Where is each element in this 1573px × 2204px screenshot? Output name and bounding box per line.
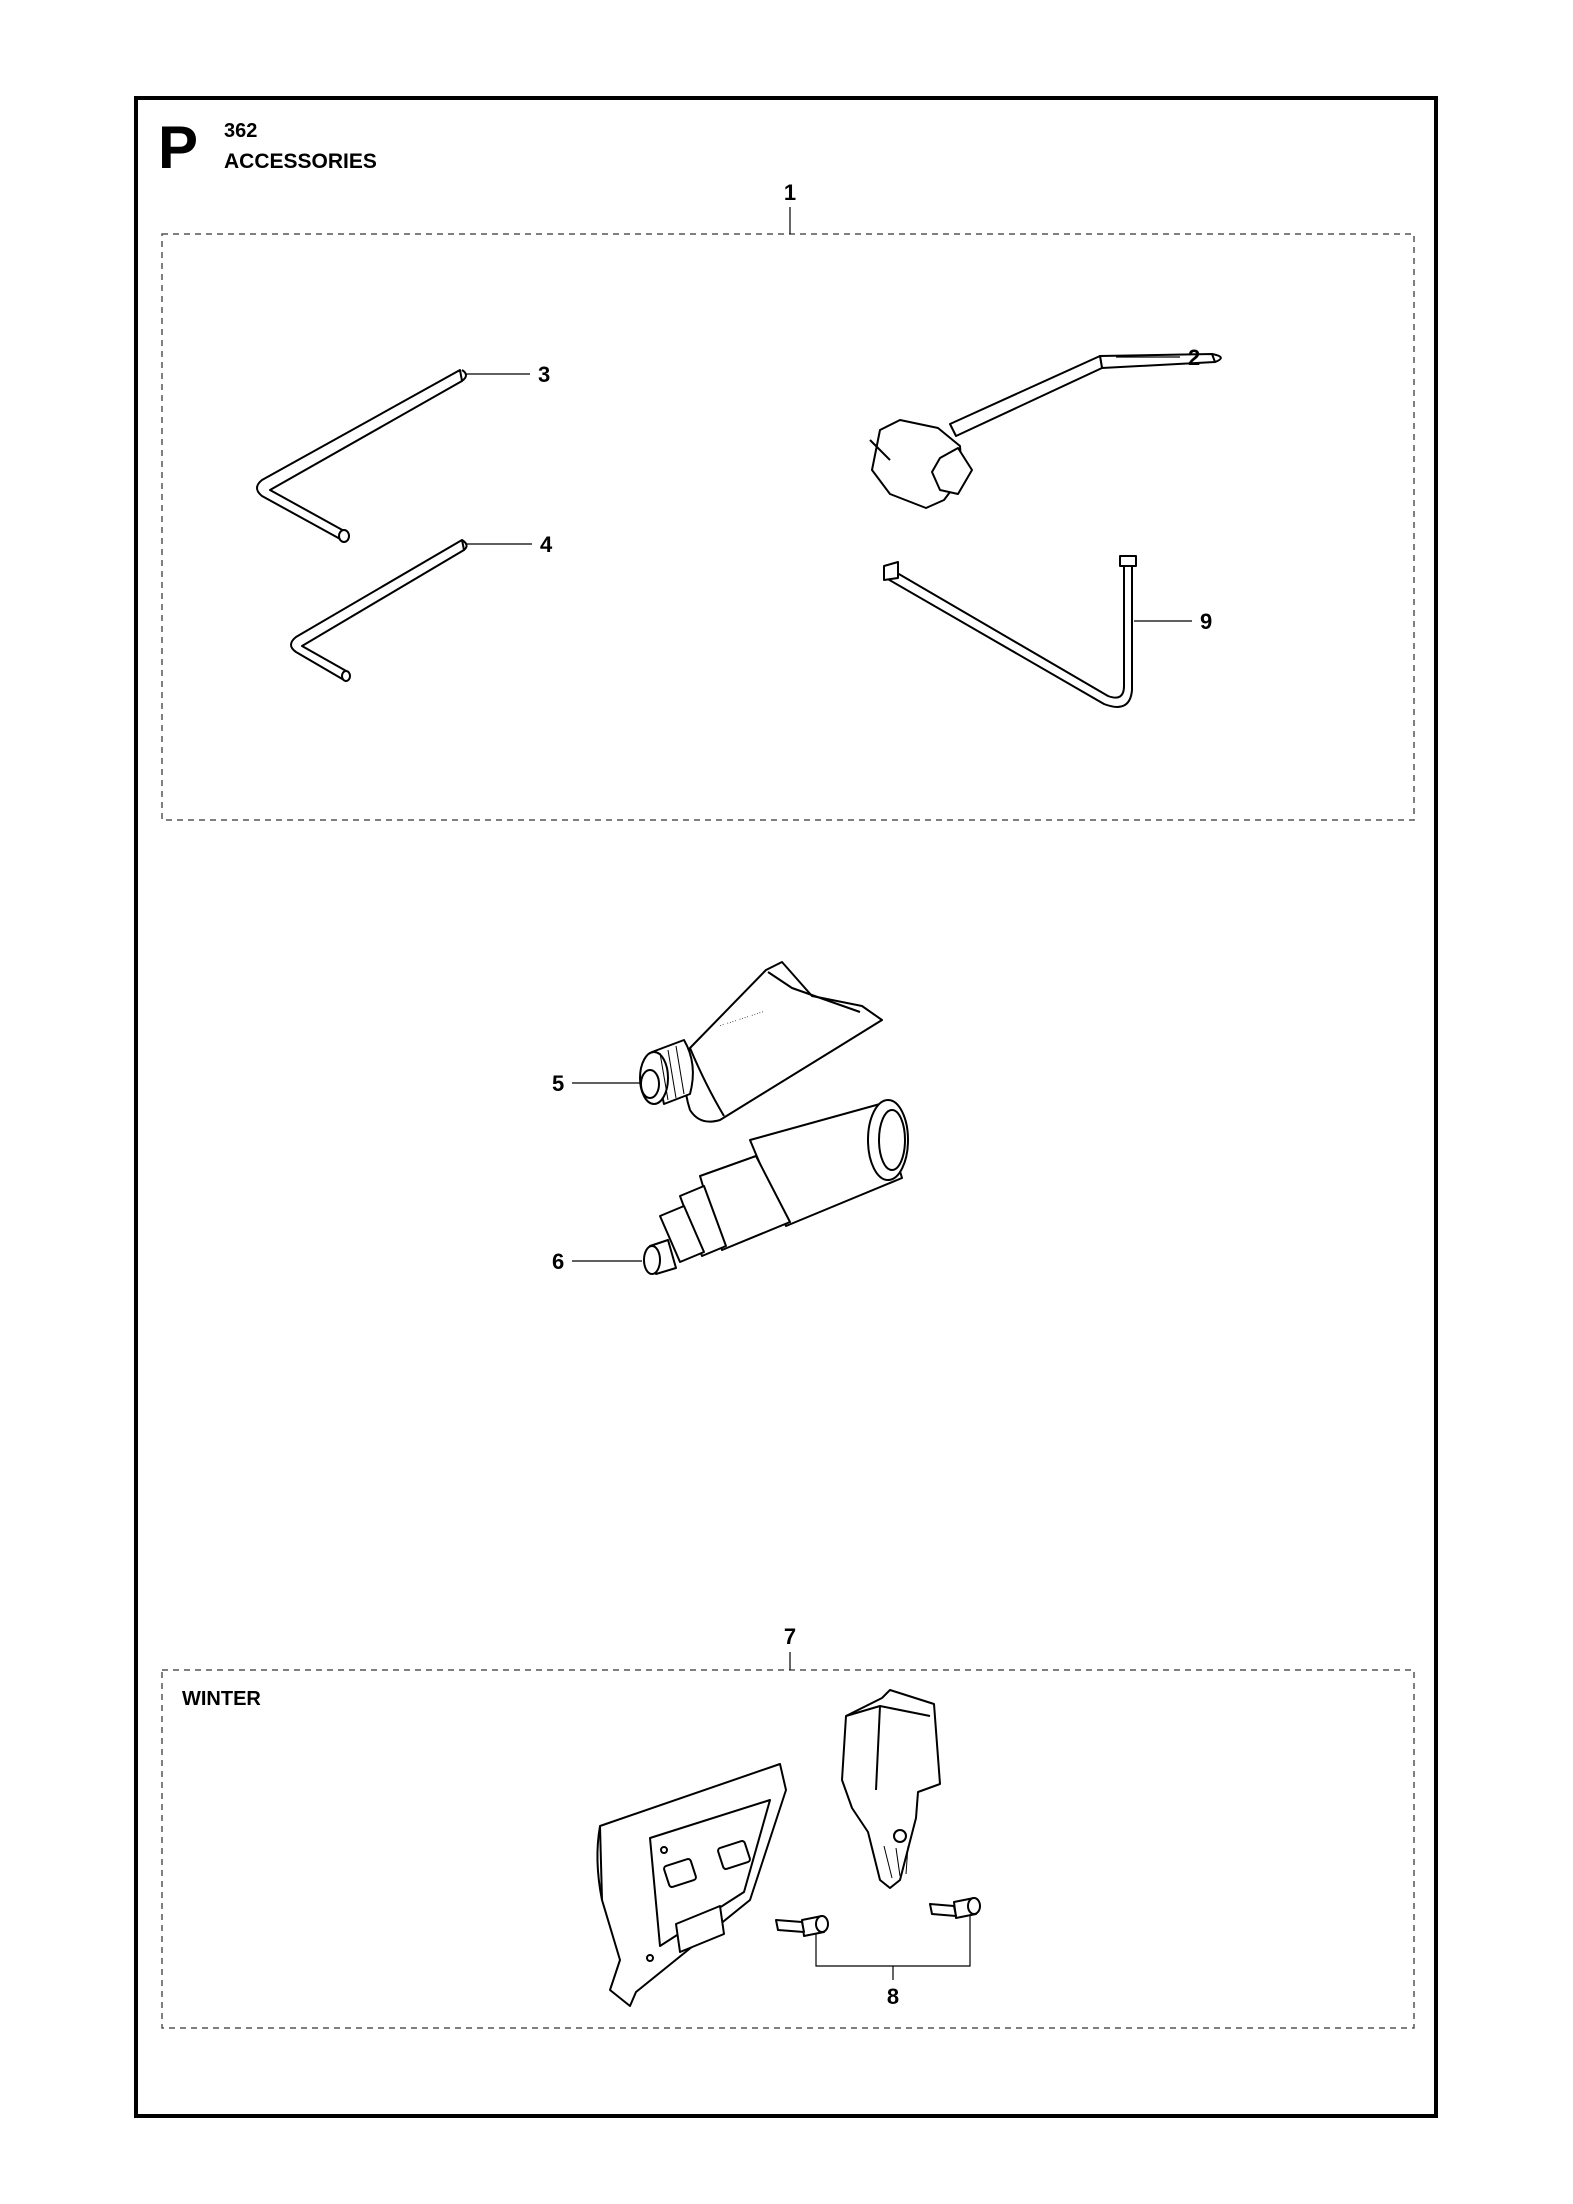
callout-5: 5	[552, 1071, 564, 1096]
winter-cover-drawing	[841, 1689, 941, 1889]
section-letter: P	[158, 114, 199, 181]
winter-group-box	[161, 1669, 1415, 2029]
combination-spanner-drawing	[869, 353, 1222, 509]
callout-8: 8	[887, 1984, 899, 2009]
callout-3: 3	[538, 362, 550, 387]
screw-left-drawing	[775, 1915, 829, 1937]
torx-key-drawing	[883, 555, 1137, 708]
callout-2: 2	[1188, 345, 1200, 370]
winter-housing-drawing	[596, 1763, 787, 2007]
page-title: ACCESSORIES	[224, 150, 377, 173]
callout-7: 7	[784, 1624, 796, 1649]
callout-4: 4	[540, 532, 553, 557]
callout-1: 1	[784, 180, 796, 205]
hex-key-4-drawing	[290, 539, 468, 682]
hex-key-3-drawing	[256, 369, 467, 543]
screw-right-drawing	[929, 1897, 981, 1919]
model-number: 362	[224, 120, 258, 142]
callout-6: 6	[552, 1249, 564, 1274]
toolkit-group-box	[161, 233, 1415, 821]
page-frame	[134, 96, 1438, 2118]
grease-gun-drawing	[643, 1099, 909, 1275]
grease-tube-drawing: ·· ···· ···· ·····	[639, 961, 883, 1123]
callout-9: 9	[1200, 609, 1212, 634]
winter-group-label: WINTER	[182, 1688, 261, 1710]
